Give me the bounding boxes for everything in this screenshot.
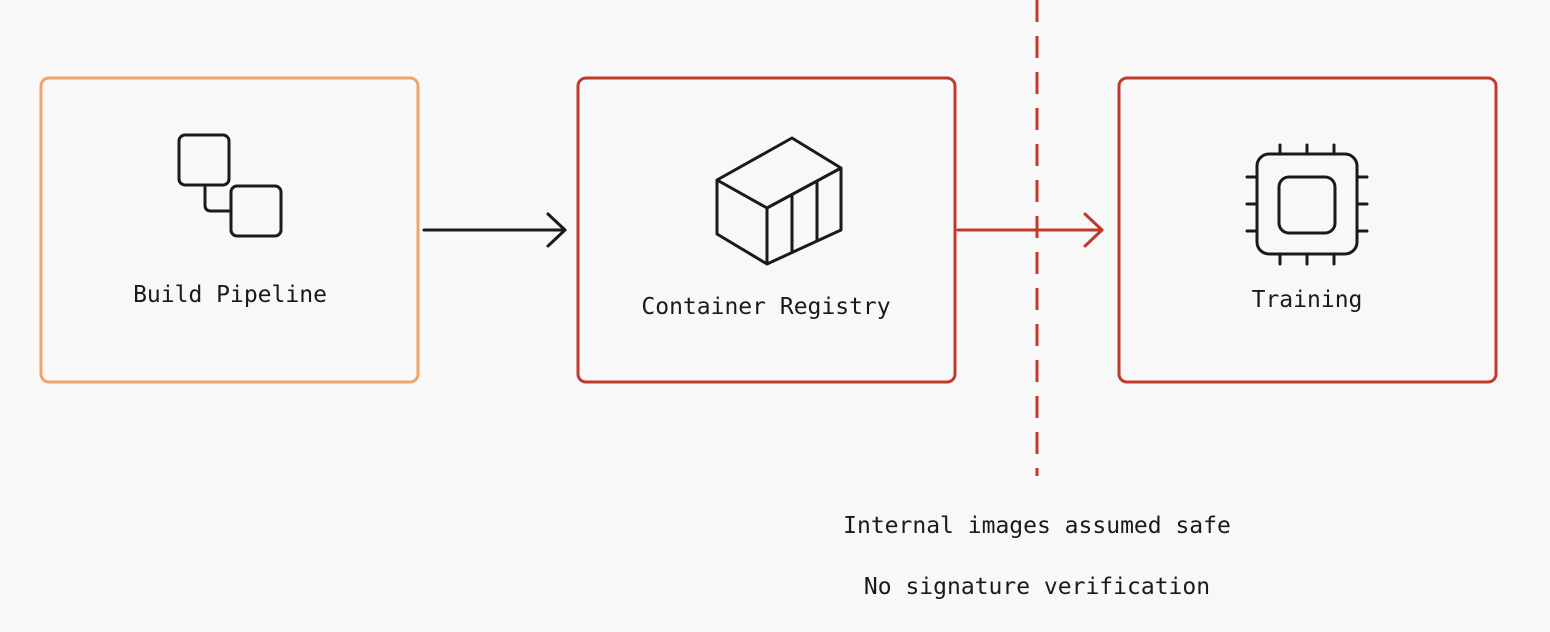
note-no-signature: No signature verification	[864, 574, 1210, 600]
arrowhead	[1083, 212, 1104, 248]
pipeline-icon	[177, 133, 283, 238]
node-training-label: Training	[1252, 287, 1363, 313]
node-build-pipeline-label: Build Pipeline	[133, 282, 327, 308]
node-build-pipeline: Build Pipeline	[39, 76, 420, 384]
container-icon	[715, 136, 843, 266]
arrowhead	[546, 212, 567, 248]
note-internal-images: Internal images assumed safe	[843, 513, 1231, 539]
node-build-pipeline-box	[39, 76, 420, 384]
node-training: Training	[1117, 76, 1498, 384]
node-container-registry-box	[576, 76, 957, 384]
edge-build-to-registry	[422, 212, 567, 248]
edge-registry-to-training	[956, 212, 1104, 248]
node-container-registry-label: Container Registry	[641, 294, 890, 320]
chip-icon	[1245, 143, 1369, 266]
node-container-registry: Container Registry	[576, 76, 957, 384]
node-training-box	[1117, 76, 1498, 384]
